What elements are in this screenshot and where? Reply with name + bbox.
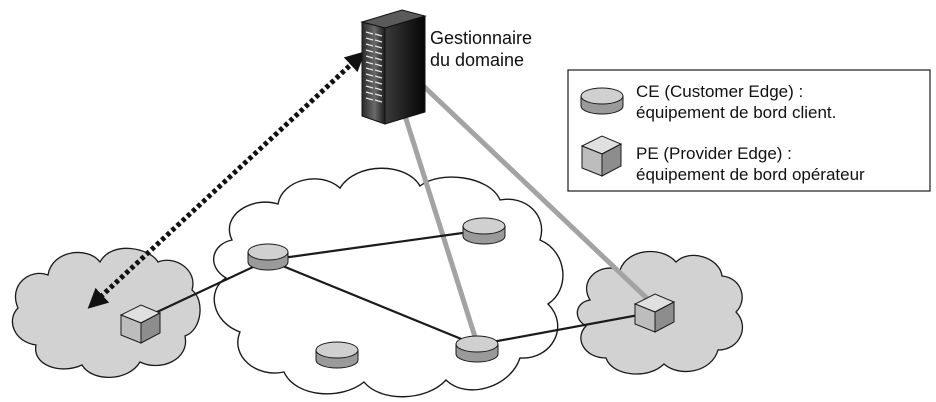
server-label-line1: Gestionnaire bbox=[430, 28, 532, 48]
pe-legend-icon bbox=[580, 135, 623, 177]
ce-legend-line1: CE (Customer Edge) : bbox=[636, 82, 803, 101]
server-drive-bays bbox=[365, 31, 383, 103]
link-ce-right-pe bbox=[475, 310, 656, 347]
management-dotted-arrow bbox=[87, 51, 366, 309]
mgmt-link-to-right-pe bbox=[413, 76, 657, 308]
ce-device-2 bbox=[462, 217, 506, 245]
legend: CE (Customer Edge) : équipement de bord … bbox=[567, 69, 931, 192]
ce-legend-line2: équipement de bord client. bbox=[636, 103, 836, 122]
pe-device-left bbox=[119, 304, 162, 344]
ce-legend-icon bbox=[580, 87, 624, 115]
provider-cloud bbox=[212, 167, 564, 398]
pe-device-right bbox=[633, 293, 676, 333]
server-label-line2: du domaine bbox=[430, 50, 524, 70]
ce-device-3 bbox=[315, 341, 359, 369]
ce-device-4 bbox=[455, 335, 499, 363]
ce-device-1 bbox=[247, 243, 289, 271]
pe-legend-line2: équipement de bord opérateur bbox=[636, 165, 865, 184]
customer-cloud-left bbox=[11, 247, 201, 378]
mgmt-link-to-core-pe bbox=[397, 99, 479, 341]
pe-legend-line1: PE (Provider Edge) : bbox=[636, 144, 792, 163]
legend-frame bbox=[567, 69, 931, 192]
server-tower-icon bbox=[360, 9, 427, 125]
